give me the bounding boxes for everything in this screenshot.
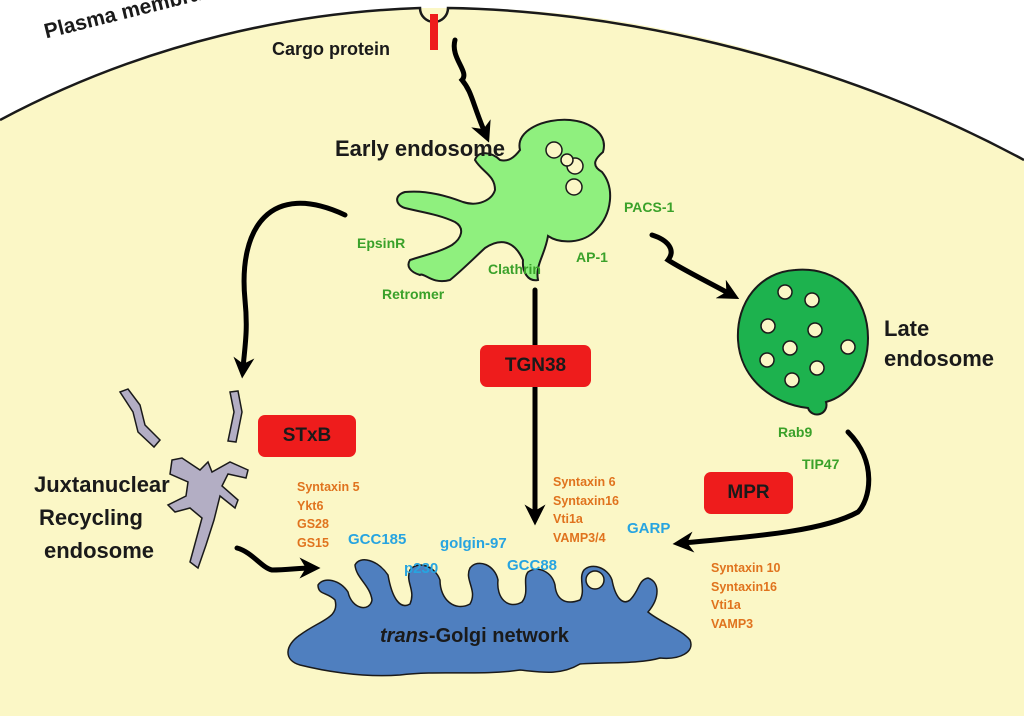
arrow-cargo-to-early-endosome <box>451 37 491 143</box>
flow-arrows <box>233 37 872 579</box>
box-stxb: STxB <box>258 415 356 457</box>
label-p230: p230 <box>404 560 439 577</box>
snare-item: Syntaxin 5 <box>297 480 360 494</box>
juxtanuclear-label-line3: endosome <box>44 538 155 563</box>
label-gcc88: GCC88 <box>507 557 558 574</box>
label-rab9: Rab9 <box>778 424 813 440</box>
label-clathrin: Clathrin <box>488 261 541 277</box>
arrow-late-to-golgi <box>672 429 872 553</box>
snare-item: GS28 <box>297 517 329 531</box>
box-tgn38: TGN38 <box>480 345 591 387</box>
late-endosome-label-line1: Late <box>884 316 930 341</box>
label-gcc185: GCC185 <box>348 531 407 548</box>
juxtanuclear-label-line2: Recycling <box>39 505 143 530</box>
late-endosome-label-line2: endosome <box>884 346 995 371</box>
early-endosome-label: Early endosome <box>335 136 505 161</box>
snare-item: Syntaxin 10 <box>711 561 781 575</box>
snare-list-left: Syntaxin 5 Ykt6 GS28 GS15 <box>297 478 360 552</box>
snare-item: Vti1a <box>711 598 741 612</box>
recycling-endosome-shape <box>118 388 249 570</box>
arrow-early-to-late <box>649 232 740 300</box>
snare-list-middle: Syntaxin 6 Syntaxin16 Vti1a VAMP3/4 <box>553 473 619 547</box>
trans-golgi-label: trans-Golgi network <box>380 626 569 646</box>
trans-golgi-label-italic: trans <box>380 625 429 647</box>
label-pacs1: PACS-1 <box>624 199 675 215</box>
label-golgin97: golgin-97 <box>440 535 507 552</box>
cargo-protein-label: Cargo protein <box>272 39 391 59</box>
label-tip47: TIP47 <box>802 456 840 472</box>
label-epsinr: EpsinR <box>357 235 406 251</box>
early-endosome-shape <box>396 118 612 283</box>
label-garp: GARP <box>627 520 671 537</box>
snare-item: Vti1a <box>553 512 583 526</box>
juxtanuclear-label-line1: Juxtanuclear <box>34 472 170 497</box>
snare-item: Syntaxin16 <box>553 493 620 508</box>
label-ap1: AP-1 <box>576 249 608 265</box>
snare-item: Syntaxin 6 <box>553 475 616 489</box>
arrow-recycling-to-golgi <box>234 545 321 579</box>
trans-golgi-label-rest: -Golgi network <box>428 625 569 647</box>
cargo-protein-marker <box>430 14 438 50</box>
box-mpr: MPR <box>704 472 793 514</box>
snare-item: GS15 <box>297 535 329 550</box>
snare-item: VAMP3 <box>711 616 754 631</box>
plasma-membrane-line <box>0 6 1024 162</box>
label-retromer: Retromer <box>382 286 445 302</box>
snare-item: VAMP3/4 <box>553 530 606 545</box>
late-endosome-shape <box>736 268 870 416</box>
arrow-early-to-recycling <box>233 200 348 379</box>
snare-item: Syntaxin16 <box>711 579 778 594</box>
trans-golgi-shape <box>287 559 692 677</box>
snare-item: Ykt6 <box>297 498 324 513</box>
snare-list-right: Syntaxin 10 Syntaxin16 Vti1a VAMP3 <box>711 559 780 633</box>
